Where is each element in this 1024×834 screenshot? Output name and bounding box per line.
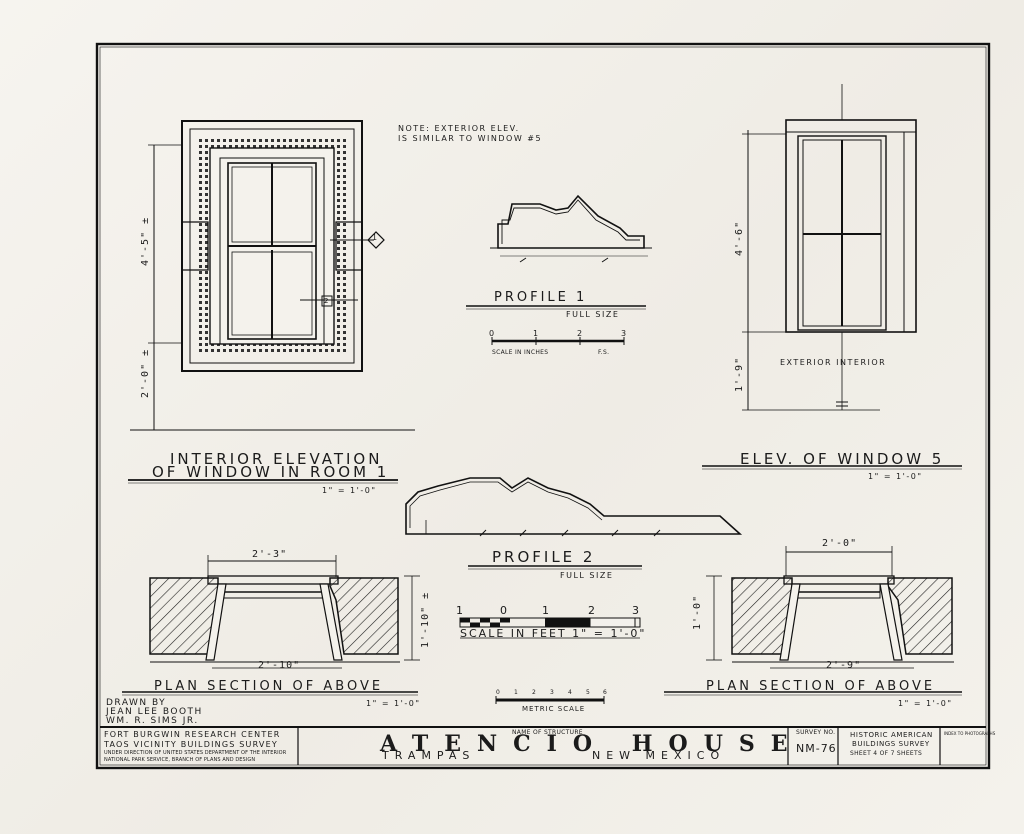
plan-right-title: PLAN SECTION OF ABOVE (706, 679, 936, 694)
plan-left-dim-bottom: 2'-10" (258, 660, 301, 671)
habs-line2: BUILDINGS SURVEY (852, 740, 930, 748)
profile1-tick-1: 1 (533, 329, 540, 338)
credits-line3: WM. R. SIMS JR. (106, 716, 199, 726)
window5-sill-dim: 1'-9" (734, 356, 745, 392)
plan-section-left (122, 555, 420, 696)
feet-scale-caption: SCALE IN FEET 1" = 1'-0" (460, 627, 647, 640)
plan-right-scale: 1" = 1'-0" (898, 699, 953, 708)
profile2-size: FULL SIZE (560, 571, 614, 580)
org-line1: FORT BURGWIN RESEARCH CENTER (104, 730, 281, 739)
feet-tick-2: 1 (542, 604, 550, 617)
window5-scale: 1" = 1'-0" (868, 472, 923, 481)
window5-side-labels: EXTERIOR INTERIOR (780, 358, 887, 367)
credits-line2: JEAN LEE BOOTH (106, 707, 203, 717)
index-note: INDEX TO PHOTOGRAPHS (944, 731, 996, 736)
plan-right-dim-side: 1'-0" (692, 594, 703, 630)
org-line3: UNDER DIRECTION OF UNITED STATES DEPARTM… (104, 750, 287, 756)
profile2-title: PROFILE 2 (492, 548, 596, 566)
profile1-scale-note: F.S. (598, 349, 610, 356)
plan-section-right (664, 546, 962, 696)
plan-right-dim-top: 2'-0" (822, 538, 858, 549)
note-line2: IS SIMILAR TO WINDOW #5 (398, 134, 543, 143)
metric-tick-6: 6 (603, 689, 608, 696)
metric-tick-0: 0 (496, 689, 501, 696)
title-block-lines (100, 726, 986, 765)
sheet-border (95, 42, 991, 770)
window5-elevation (702, 84, 962, 470)
feet-tick-0: 1 (456, 604, 464, 617)
plan-left-dim-side: 1'-10" ± (420, 591, 431, 648)
window5-height-dim: 4'-6" (734, 220, 745, 256)
metric-tick-4: 4 (568, 689, 573, 696)
profile1-scale-caption: SCALE IN INCHES (492, 349, 549, 356)
sheet-number: SHEET 4 OF 7 SHEETS (850, 750, 923, 757)
metric-tick-5: 5 (586, 689, 591, 696)
room1-title-line1: INTERIOR ELEVATION (170, 450, 383, 468)
section-marker-2: 2 (324, 297, 330, 305)
plan-left-scale: 1" = 1'-0" (366, 699, 421, 708)
name-caption: NAME OF STRUCTURE (512, 729, 583, 736)
room1-height-dim: 4'-5" ± (140, 216, 151, 266)
structure-name: ATENCIO HOUSE (380, 731, 804, 757)
profile1-tick-3: 3 (621, 329, 628, 338)
town-name: TRAMPAS (382, 749, 476, 762)
feet-tick-1: 0 (500, 604, 508, 617)
org-line4: NATIONAL PARK SERVICE, BRANCH OF PLANS A… (104, 757, 256, 763)
metric-scale (495, 696, 605, 704)
org-line2: TAOS VICINITY BUILDINGS SURVEY (104, 740, 278, 749)
plan-left-title: PLAN SECTION OF ABOVE (154, 679, 384, 694)
metric-caption: METRIC SCALE (522, 705, 586, 713)
profile1-tick-0: 0 (489, 329, 496, 338)
metric-tick-3: 3 (550, 689, 555, 696)
profile1-drawing (466, 194, 652, 345)
plan-right-dim-bottom: 2'-9" (826, 660, 862, 671)
note-line1: NOTE: EXTERIOR ELEV. (398, 124, 520, 133)
feet-tick-4: 3 (632, 604, 640, 617)
profile1-size: FULL SIZE (566, 310, 620, 319)
metric-tick-2: 2 (532, 689, 537, 696)
room1-title-line2: OF WINDOW IN ROOM 1 (152, 463, 390, 481)
habs-line1: HISTORIC AMERICAN (850, 731, 933, 739)
feet-tick-3: 2 (588, 604, 596, 617)
profile2-drawing (405, 477, 743, 570)
survey-caption: SURVEY NO. (796, 729, 836, 736)
bar-scale-feet (459, 617, 641, 639)
survey-number: NM-76 (796, 742, 837, 755)
metric-tick-1: 1 (514, 689, 519, 696)
profile1-tick-2: 2 (577, 329, 584, 338)
section-marker-1: 1 (372, 233, 379, 242)
plan-left-dim-top: 2'-3" (252, 549, 288, 560)
credits-line1: DRAWN BY (106, 698, 167, 708)
room1-scale: 1" = 1'-0" (322, 486, 377, 495)
profile1-title: PROFILE 1 (494, 290, 588, 305)
room1-sill-dim: 2'-0" ± (140, 348, 151, 398)
window5-title: ELEV. OF WINDOW 5 (740, 450, 945, 468)
state-name: NEW MEXICO (592, 749, 726, 762)
window-room1-elevation (130, 120, 415, 431)
